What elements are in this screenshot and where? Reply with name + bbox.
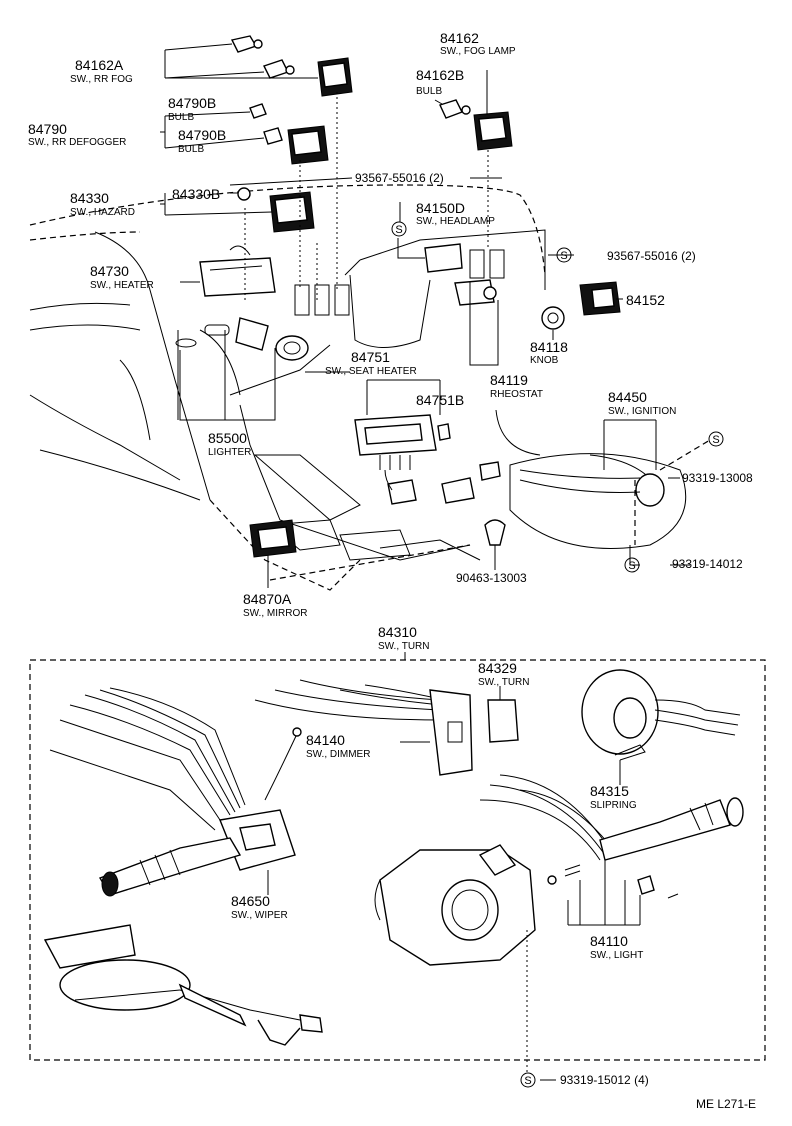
label-84315-number: 84315: [590, 783, 629, 799]
label-screw-s2: 93567-55016 (2): [607, 249, 696, 263]
label-84790B-b-name: BULB: [178, 144, 204, 155]
leader-lines-top: [160, 43, 711, 588]
label-84118-number: 84118: [530, 339, 568, 355]
label-84162A-name: SW., RR FOG: [70, 74, 133, 85]
screw-markers: S S S S S: [391, 221, 724, 1088]
label-84751-number: 84751: [351, 349, 390, 365]
label-84730-name: SW., HEATER: [90, 280, 154, 291]
svg-text:S: S: [395, 224, 402, 236]
label-screw-s6: 93319-15012 (4): [560, 1073, 649, 1087]
label-84329-number: 84329: [478, 660, 517, 676]
screw-marker-s6: [520, 1072, 536, 1088]
part-drawings-top: [199, 35, 665, 558]
screw-marker-s3: [708, 431, 724, 447]
label-84162-name: SW., FOG LAMP: [440, 46, 516, 57]
label-85500-name: LIGHTER: [208, 447, 251, 458]
label-84310-number: 84310: [378, 624, 417, 640]
screw-marker-s2: [556, 247, 572, 263]
label-screw-s3: 93319-13008: [682, 471, 753, 485]
label-84315-name: SLIPRING: [590, 800, 637, 811]
label-84790-name: SW., RR DEFOGGER: [28, 137, 126, 148]
diagram-code: ME L271-E: [696, 1097, 756, 1111]
label-84152-number: 84152: [626, 292, 665, 308]
label-84870A-number: 84870A: [243, 591, 292, 607]
label-84140-number: 84140: [306, 732, 345, 748]
label-84751B-number: 84751B: [416, 392, 464, 408]
label-84730-number: 84730: [90, 263, 129, 279]
label-screw-s4: 93319-14012: [672, 557, 743, 571]
screw-marker-s4: [624, 557, 640, 573]
label-84751-name: SW., SEAT HEATER: [325, 366, 417, 377]
label-84329-name: SW., TURN: [478, 677, 529, 688]
label-84450-name: SW., IGNITION: [608, 406, 676, 417]
part-labels: 84162A SW., RR FOG 84162 SW., FOG LAMP 8…: [28, 30, 756, 1111]
screw-marker-s1: [391, 221, 407, 237]
label-84650-number: 84650: [231, 893, 270, 909]
label-84330-name: SW., HAZARD: [70, 207, 135, 218]
label-84119-name: RHEOSTAT: [490, 389, 543, 400]
label-84450-number: 84450: [608, 389, 647, 405]
label-84330-number: 84330: [70, 190, 109, 206]
label-84650-name: SW., WIPER: [231, 910, 288, 921]
label-84790B-b-number: 84790B: [178, 127, 226, 143]
dashboard-illustration: [29, 184, 687, 591]
lower-section-illustration: [29, 652, 766, 1081]
label-84110-name: SW., LIGHT: [590, 950, 643, 961]
label-84110-number: 84110: [590, 933, 628, 949]
label-84870A-name: SW., MIRROR: [243, 608, 307, 619]
label-84330B-number: 84330B: [172, 186, 220, 202]
label-84790B-a-number: 84790B: [168, 95, 216, 111]
label-84162B-name: BULB: [416, 86, 442, 97]
svg-text:S: S: [628, 560, 635, 572]
label-84310-name: SW., TURN: [378, 641, 429, 652]
label-screw-s1: 93567-55016 (2): [355, 171, 444, 185]
label-84790B-a-name: BULB: [168, 112, 194, 123]
label-84150D-name: SW., HEADLAMP: [416, 216, 495, 227]
label-84150D-number: 84150D: [416, 200, 465, 216]
label-84162B-number: 84162B: [416, 67, 464, 83]
svg-text:S: S: [712, 434, 719, 446]
label-84162A-number: 84162A: [75, 57, 124, 73]
label-84790-number: 84790: [28, 121, 67, 137]
label-84119-number: 84119: [490, 372, 528, 388]
svg-text:S: S: [524, 1075, 531, 1087]
label-84118-name: KNOB: [530, 355, 559, 366]
label-84140-name: SW., DIMMER: [306, 749, 370, 760]
label-screw-s5: 90463-13003: [456, 571, 527, 585]
svg-text:S: S: [560, 250, 567, 262]
label-84162-number: 84162: [440, 30, 479, 46]
label-85500-number: 85500: [208, 430, 247, 446]
